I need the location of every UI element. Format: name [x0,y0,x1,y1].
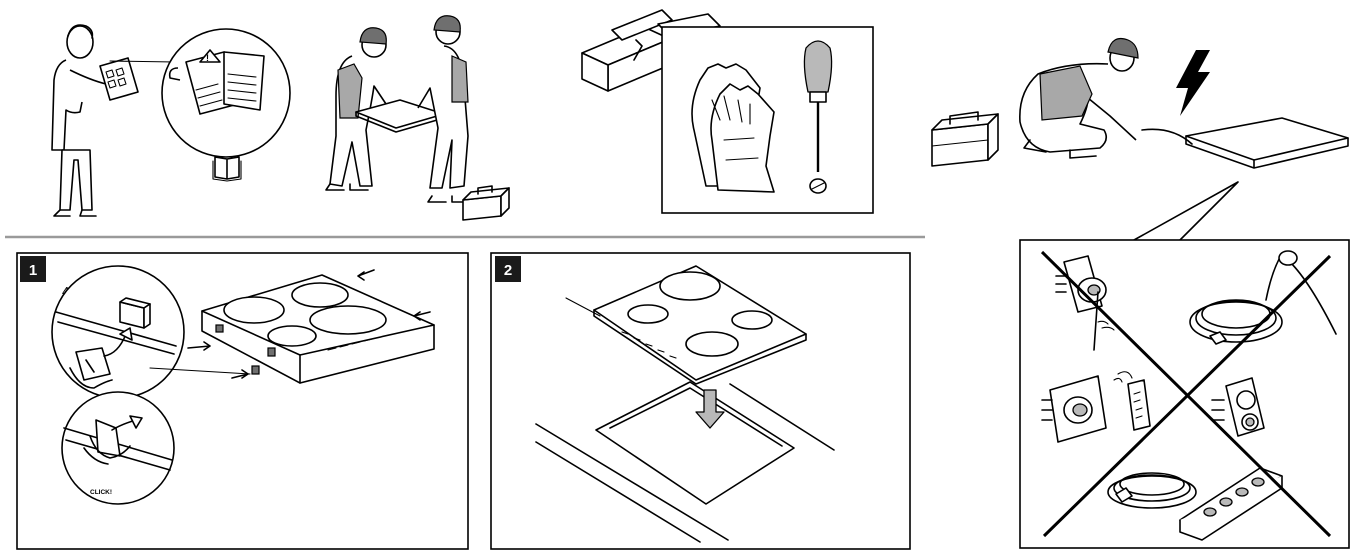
wireless-socket-icon [1041,291,1133,443]
step-2-panel: 2 [490,252,911,550]
insert-down-arrow [695,389,725,429]
remote-control-icon [1127,379,1151,431]
electrician-illustration [931,37,1349,241]
hob-with-clips [187,269,435,384]
hob-slab [1185,117,1349,161]
lightning-icon [1176,50,1210,116]
step-1-panel: 1 4x CLICK! [16,252,469,550]
hob-being-inserted [565,265,807,385]
svg-text:!: ! [206,53,209,63]
timer-socket-icon [1211,377,1265,437]
no-adapters-panel [1019,239,1350,549]
step-2-number: 2 [504,262,512,279]
tools-illustration [581,9,874,214]
prohibited-cross-line-1 [1040,250,1332,538]
plug-adapter-icon [1055,255,1115,331]
click-label: CLICK! [90,489,112,496]
screwdriver-icon [803,40,833,194]
step-1-number: 1 [29,262,37,279]
power-strip-icon [1107,467,1283,541]
prohibited-cross-line-2 [1042,254,1332,538]
clip-zoom-circle-top [51,265,185,399]
step-2-badge [495,256,521,282]
extension-cable-coil-icon [1189,250,1337,345]
manual-book-icon [212,156,242,182]
worktop-cutout [595,381,795,505]
two-installers-illustration [325,15,510,221]
gloves-icon [691,63,775,193]
toolbox-small-icon [462,185,510,221]
reading-manual-illustration: ! [51,24,291,217]
step-1-badge [20,256,46,282]
